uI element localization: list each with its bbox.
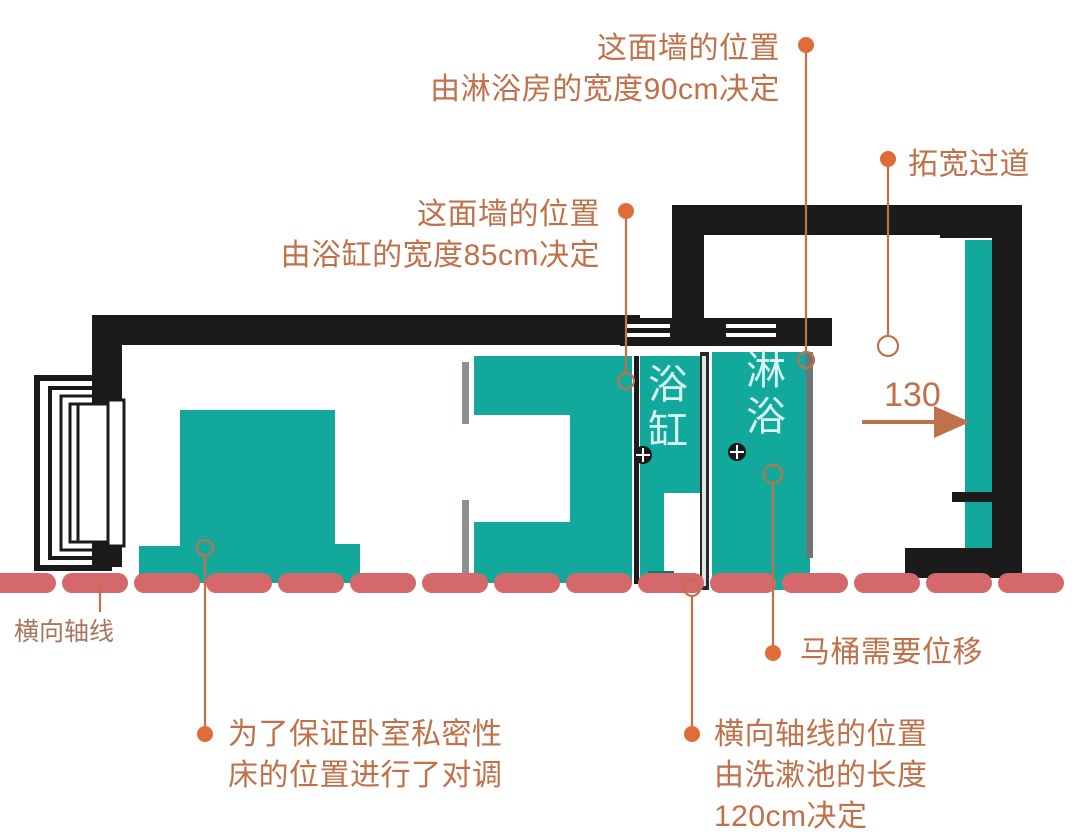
bathtub-shape	[640, 356, 700, 493]
leader-dot-bathtub-wall	[618, 203, 634, 219]
bottom-right-wall	[905, 548, 1022, 578]
leader-endpoint-axis-position	[682, 578, 702, 598]
balcony-window-group	[34, 375, 126, 571]
leader-endpoint-widen-corridor	[876, 334, 900, 358]
axis-label: 横向轴线	[14, 618, 115, 646]
dimension-label-corridor: 130	[884, 376, 941, 414]
right-ledge-top	[940, 228, 996, 238]
annotation-widen-corridor: 拓宽过道	[908, 144, 1030, 185]
room-label-shower-char-1: 淋	[746, 349, 786, 393]
basin-drain-icon	[728, 443, 746, 461]
fixture-icons	[634, 443, 746, 464]
wash-basin-shape	[743, 446, 811, 491]
window-pane	[76, 402, 112, 544]
annotation-shower-wall-line-2: 由淋浴房的宽度90cm决定	[430, 73, 780, 106]
leader-dot-widen-corridor	[880, 151, 896, 167]
annotation-bathtub-wall: 这面墙的位置 由浴缸的宽度85cm决定	[281, 194, 600, 276]
shower-right-partition	[806, 352, 813, 558]
annotation-bathtub-wall-line-1: 这面墙的位置	[417, 198, 600, 231]
wall-stub-upper	[676, 232, 704, 322]
annotation-bathtub-wall-line-2: 由浴缸的宽度85cm决定	[280, 239, 600, 272]
window-sill	[106, 398, 126, 548]
leader-endpoint-bathtub-wall	[616, 371, 636, 391]
annotation-shower-wall: 这面墙的位置 由淋浴房的宽度90cm决定	[430, 28, 780, 110]
annotation-axis-position: 横向轴线的位置 由洗漱池的长度 120cm决定	[714, 714, 928, 837]
leader-dot-shower-wall	[798, 37, 814, 53]
annotation-axis-position-line-1: 横向轴线的位置	[714, 718, 928, 751]
leader-endpoint-bed-swap	[195, 538, 215, 558]
wardrobe-edge-upper	[462, 362, 469, 424]
bathtub-shower-partition-inner	[702, 356, 706, 586]
bathtub-lower-strip	[640, 493, 664, 583]
leader-endpoint-shower-wall	[796, 350, 816, 370]
annotation-bed-swap-line-2: 床的位置进行了对调	[228, 759, 503, 792]
wardrobe-shape	[474, 356, 632, 583]
room-label-shower: 淋 浴	[746, 348, 786, 440]
annotation-toilet-move-line-1: 马桶需要位移	[800, 636, 983, 669]
wardrobe-edge-lower	[462, 500, 469, 583]
bathtub-drain-icon	[634, 446, 652, 464]
annotation-widen-corridor-line-1: 拓宽过道	[908, 148, 1030, 181]
annotation-toilet-move: 马桶需要位移	[800, 632, 983, 673]
leader-lines	[98, 37, 900, 742]
leader-dot-bed-swap	[197, 726, 213, 742]
leader-dot-axis-position	[684, 726, 700, 742]
room-label-bathtub-char-2: 缸	[648, 409, 688, 453]
leader-dot-toilet-move	[765, 645, 781, 661]
annotation-axis-position-line-2: 由洗漱池的长度	[714, 759, 928, 792]
room-label-bathtub: 浴 缸	[648, 362, 688, 454]
bed-shape	[139, 410, 360, 583]
annotation-bed-swap-line-1: 为了保证卧室私密性	[228, 718, 503, 751]
annotation-axis-position-line-3: 120cm决定	[714, 800, 868, 833]
room-label-shower-char-2: 浴	[746, 395, 786, 439]
room-label-bathtub-char-1: 浴	[648, 363, 688, 407]
furniture-layer	[139, 240, 1013, 590]
bedroom-top-wall	[92, 315, 640, 567]
partition-top-wall	[620, 318, 832, 346]
annotation-shower-wall-line-1: 这面墙的位置	[597, 32, 780, 65]
leader-endpoint-toilet-move	[762, 463, 784, 485]
annotation-bed-swap: 为了保证卧室私密性 床的位置进行了对调	[228, 714, 503, 796]
right-ledge-bottom	[952, 492, 996, 502]
bathtub-right-edge	[634, 356, 639, 584]
